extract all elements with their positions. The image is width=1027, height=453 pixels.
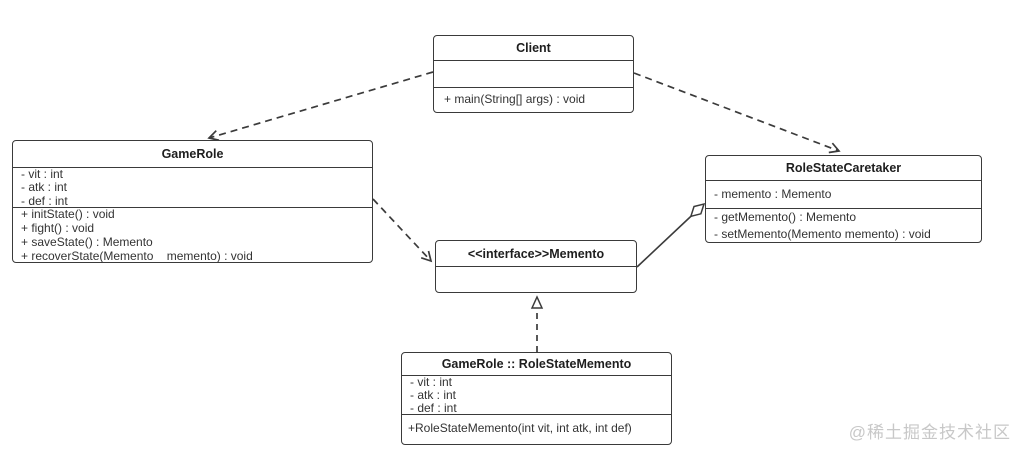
method-row: + recoverState(Memento memento) : void: [21, 248, 253, 263]
attribute-row: - atk : int: [410, 388, 457, 402]
client-attributes-section: [434, 61, 633, 88]
caretaker-methods-section: - getMemento() : Memento - setMemento(Me…: [706, 209, 981, 242]
class-title-client: Client: [434, 36, 633, 61]
method-row: +RoleStateMemento(int vit, int atk, int …: [408, 421, 632, 435]
dependency-client-gamerole: [207, 71, 434, 142]
caretaker-attributes-section: - memento : Memento: [706, 181, 981, 209]
attribute-row: - vit : int: [21, 168, 64, 181]
method-row: + initState() : void: [21, 208, 115, 221]
attribute-row: - atk : int: [21, 180, 68, 195]
class-box-gamerole: GameRole - vit : int - atk : int - def :…: [12, 140, 373, 263]
attribute-row: - def : int: [21, 193, 68, 208]
attribute-row: - memento : Memento: [714, 187, 832, 201]
dependency-gamerole-memento: [372, 198, 433, 263]
method-row: + main(String[] args) : void: [444, 92, 586, 106]
attribute-row: - def : int: [410, 401, 457, 415]
class-title-rolestatecaretaker: RoleStateCaretaker: [706, 156, 981, 181]
class-box-rolestatecaretaker: RoleStateCaretaker - memento : Memento -…: [705, 155, 982, 243]
method-row: + saveState() : Memento: [21, 234, 153, 249]
dependency-client-caretaker: [633, 72, 841, 154]
aggregation-caretaker-memento: [636, 204, 704, 268]
method-row: + fight() : void: [21, 220, 95, 235]
class-box-rolestatememento: GameRole :: RoleStateMemento - vit : int…: [401, 352, 672, 445]
watermark-text: @稀土掘金技术社区: [848, 423, 1011, 442]
class-box-memento-interface: <<interface>>Memento: [435, 240, 637, 293]
gamerole-attributes-section: - vit : int - atk : int - def : int: [13, 168, 372, 208]
class-title-rolestatememento: GameRole :: RoleStateMemento: [402, 353, 671, 376]
memento-body-section: [436, 267, 636, 292]
rolestatememento-methods-section: +RoleStateMemento(int vit, int atk, int …: [402, 415, 671, 444]
class-title-memento-interface: <<interface>>Memento: [436, 241, 636, 267]
class-title-gamerole: GameRole: [13, 141, 372, 168]
client-methods-section: + main(String[] args) : void: [434, 88, 633, 112]
rolestatememento-attributes-section: - vit : int - atk : int - def : int: [402, 376, 671, 415]
class-box-client: Client + main(String[] args) : void: [433, 35, 634, 113]
method-row: - getMemento() : Memento: [714, 210, 857, 224]
method-row: - setMemento(Memento memento) : void: [714, 226, 931, 241]
gamerole-methods-section: + initState() : void + fight() : void + …: [13, 208, 372, 263]
attribute-row: - vit : int: [410, 376, 453, 389]
